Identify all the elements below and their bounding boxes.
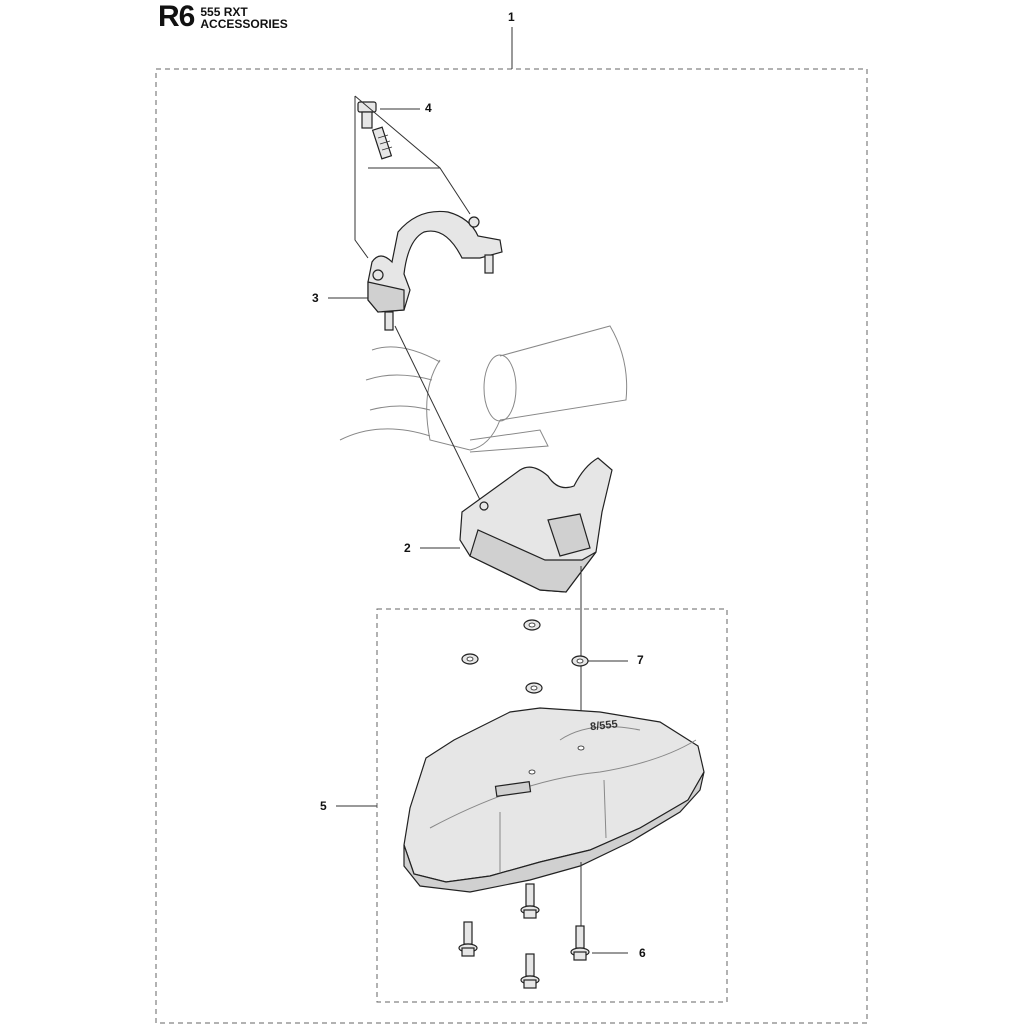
screw xyxy=(520,883,540,919)
screw xyxy=(458,921,478,957)
upper-clamp-3 xyxy=(367,210,503,331)
shaft-context xyxy=(339,325,628,453)
callout-3: 3 xyxy=(312,291,319,305)
section-code: R6 xyxy=(158,0,195,33)
screw xyxy=(520,953,540,989)
callout-5: 5 xyxy=(320,799,327,813)
guard-marking: 8/555 xyxy=(590,718,619,733)
callout-6: 6 xyxy=(639,946,646,960)
screws-6 xyxy=(458,883,590,989)
guide-line-bolt-left xyxy=(354,96,369,259)
callout-1: 1 xyxy=(508,10,515,24)
bolt-4 xyxy=(357,101,393,160)
callout-2: 2 xyxy=(404,541,411,555)
lower-clamp-2 xyxy=(459,457,613,593)
header-titles: 555 RXT ACCESSORIES xyxy=(200,6,287,30)
model-name: 555 RXT xyxy=(200,5,248,19)
section-title: ACCESSORIES xyxy=(200,17,288,31)
callout-4: 4 xyxy=(425,101,432,115)
washers-7 xyxy=(461,619,589,694)
screw xyxy=(570,925,590,961)
callout-7: 7 xyxy=(637,653,644,667)
page-header: R6 555 RXT ACCESSORIES xyxy=(158,2,288,32)
guard-5: 8/555 xyxy=(403,707,705,893)
guide-line-clamp xyxy=(394,325,484,507)
